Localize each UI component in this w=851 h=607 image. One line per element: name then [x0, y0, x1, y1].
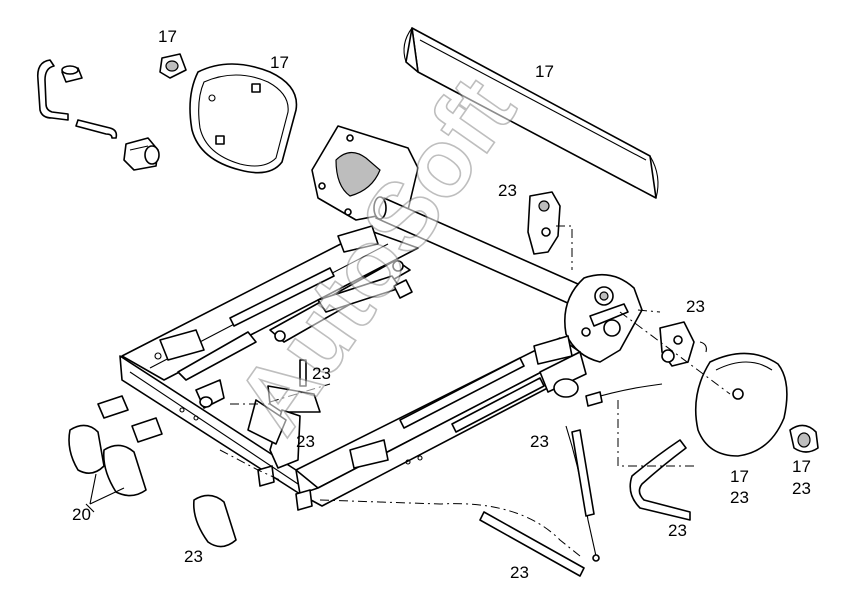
bushing-small [159, 53, 187, 79]
callout-trim-panel: 17 [535, 62, 554, 81]
callout-pin: 23 [312, 364, 331, 383]
trim-panel-top [403, 27, 659, 199]
callout-bushing: 17 [158, 27, 177, 46]
guide-lines [219, 225, 731, 557]
callout-rod: 23 [510, 563, 529, 582]
callout-grommet-a: 17 [792, 457, 811, 476]
callout-cable: 23 [530, 432, 549, 451]
callout-right-cover-b: 23 [730, 488, 749, 507]
mount-bracket [527, 191, 561, 255]
cable-assembly [479, 383, 691, 577]
bracket-clip [123, 137, 160, 171]
lever-handle [247, 359, 321, 511]
push-clip [61, 65, 83, 83]
seat-frame [119, 225, 587, 507]
back-bracket [311, 125, 419, 221]
callout-lever: 23 [296, 432, 315, 451]
callout-front-pad: 23 [184, 547, 203, 566]
callout-pads: 20 [72, 505, 91, 524]
callout-right-cover-a: 17 [730, 467, 749, 486]
callout-mount-bracket: 23 [498, 181, 517, 200]
front-pads [68, 395, 237, 548]
callout-20-leader [89, 473, 125, 505]
cross-tube [373, 196, 597, 313]
callout-left-cover: 17 [270, 53, 289, 72]
callout-grommet-b: 23 [792, 479, 811, 498]
side-cover-right [694, 352, 788, 457]
grommet [789, 424, 819, 453]
lever-bracket [659, 321, 707, 367]
side-cover-left [189, 63, 298, 174]
recliner-plate [564, 273, 643, 363]
hose-top-left [36, 59, 118, 139]
callout-20-tick [85, 503, 95, 513]
callout-lever-bracket: 23 [686, 297, 705, 316]
callout-hose: 23 [668, 521, 687, 540]
